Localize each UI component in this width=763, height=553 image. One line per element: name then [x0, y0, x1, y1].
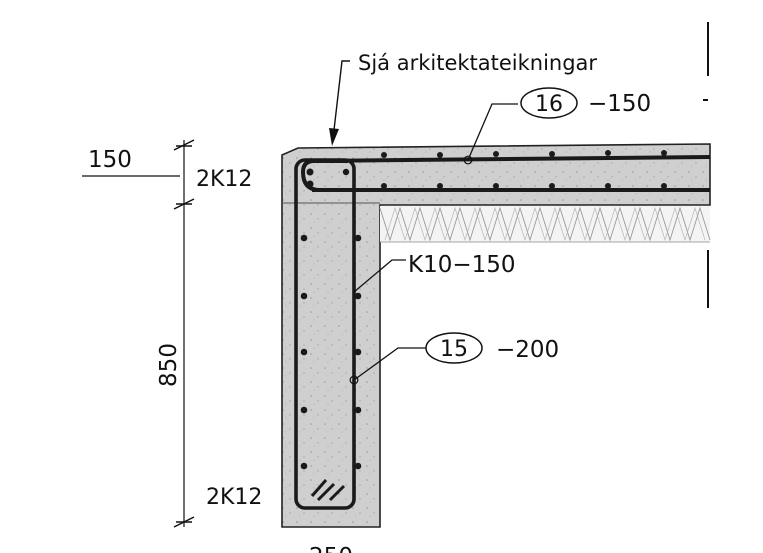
- top-corner-rebar: 2K12: [196, 167, 252, 192]
- architect-note: Sjá arkitektateikningar: [358, 51, 597, 75]
- dim-slab-thickness: 150: [88, 147, 132, 173]
- architect-note-arrowhead: [329, 128, 339, 146]
- slab-rebar-leader: [467, 103, 518, 161]
- slab-rebar-mark: 16: [535, 92, 563, 117]
- dim-wall-height: 850: [156, 343, 182, 387]
- concrete-section: [281, 143, 711, 528]
- slab-rebar-mark-bubble: [520, 87, 578, 119]
- wall-rebar-mark: 15: [440, 337, 468, 362]
- wall-rebar-mark-bubble: [425, 332, 483, 364]
- stirrup-leader: [353, 259, 406, 293]
- architect-note-leader: [333, 60, 350, 131]
- stirrup-label: K10−150: [408, 252, 516, 278]
- wall-bar-dots: [300, 168, 362, 470]
- dim-wall-width: 250: [309, 544, 353, 553]
- slab-bar-dots: [381, 150, 667, 189]
- stirrup-bottom-hook: [310, 479, 346, 502]
- wall-rebar-spacing: −200: [496, 337, 559, 363]
- slab-rebar-spacing: −150: [588, 91, 651, 117]
- dim-ticks: [173, 139, 195, 528]
- wall-rebar-leader: [353, 347, 426, 381]
- bottom-corner-rebar: 2K12: [206, 485, 262, 510]
- insulation-layer: [379, 206, 711, 243]
- wall-stirrup: [294, 158, 356, 510]
- slab-top-bar: [311, 155, 711, 163]
